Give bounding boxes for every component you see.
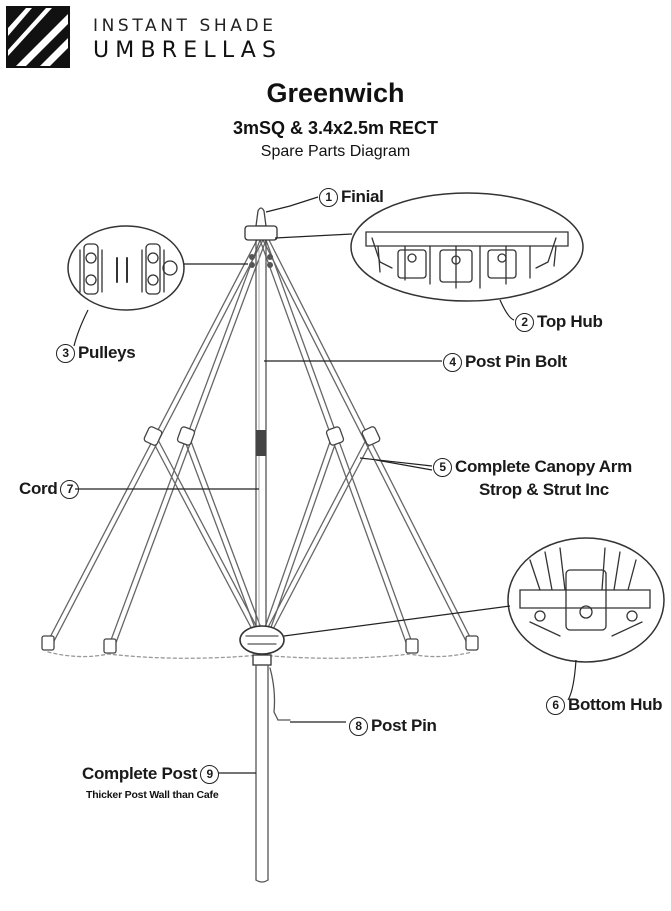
- part-number-badge: 7: [60, 479, 80, 499]
- part-number-badge: 6: [546, 695, 565, 715]
- callout-complete-post: Complete Post 9: [82, 764, 220, 784]
- part-number-badge: 9: [200, 764, 220, 784]
- part-number-badge: 4: [443, 352, 462, 372]
- struts: [149, 435, 375, 637]
- part-label: Bottom Hub: [568, 695, 663, 714]
- part-label: Complete Canopy Arm: [455, 457, 632, 476]
- lower-post: [255, 664, 269, 881]
- callout-cord: Cord 7: [19, 479, 80, 499]
- part-number-badge: 3: [56, 343, 75, 363]
- part-label: Post Pin: [371, 716, 437, 735]
- top-hub-detail: [350, 192, 584, 302]
- callout-post-pin-bolt: 4 Post Pin Bolt: [443, 352, 567, 372]
- part-label: Complete Post: [82, 764, 198, 783]
- part-number-badge: 8: [349, 716, 368, 736]
- part-number-badge: 5: [433, 457, 452, 477]
- callout-canopy-arm: 5 Complete Canopy Arm: [433, 457, 632, 477]
- part-label: Post Pin Bolt: [465, 352, 567, 371]
- bottom-hub-shape: [239, 625, 285, 655]
- part-number-badge: 2: [515, 312, 534, 332]
- brand-name-line2: UMBRELLAS: [93, 38, 283, 63]
- page-subtitle: 3mSQ & 3.4x2.5m RECT: [232, 118, 439, 138]
- callout-top-hub: 2 Top Hub: [515, 312, 603, 332]
- part-label: Pulleys: [78, 343, 136, 362]
- page-title: Greenwich: [266, 78, 405, 108]
- brand-logo-icon: [6, 6, 70, 68]
- finial-shape: [255, 207, 267, 227]
- part-label-line2: Strop & Strut Inc: [479, 480, 609, 499]
- complete-post-note: Thicker Post Wall than Cafe: [86, 789, 219, 801]
- bottom-hub-detail: [507, 537, 665, 663]
- callout-finial: 1 Finial: [319, 187, 384, 207]
- part-label: Cord: [19, 479, 58, 498]
- callout-post-pin: 8 Post Pin: [349, 716, 437, 736]
- part-label: Finial: [341, 187, 384, 206]
- callout-pulleys: 3 Pulleys: [56, 343, 136, 363]
- page-description: Spare Parts Diagram: [260, 143, 411, 160]
- part-label: Top Hub: [537, 312, 603, 331]
- top-hub-shape: [244, 225, 278, 241]
- part-number-badge: 1: [319, 187, 338, 207]
- brand-name-line1: INSTANT SHADE: [93, 16, 277, 36]
- pulleys-detail: [67, 225, 185, 311]
- callout-bottom-hub: 6 Bottom Hub: [546, 695, 663, 715]
- callout-canopy-arm-line2: Strop & Strut Inc: [479, 480, 609, 500]
